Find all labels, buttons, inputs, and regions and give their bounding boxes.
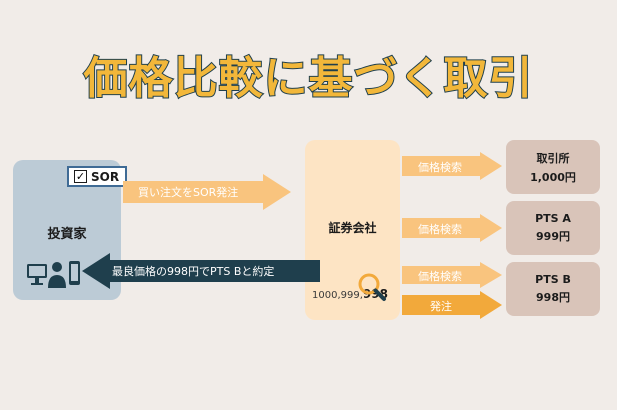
execution-result-arrow <box>82 253 320 289</box>
page-title: 価格比較に基づく取引 <box>83 52 534 105</box>
checkbox-icon: ✓ <box>74 170 87 183</box>
buy-order-label: 買い注文をSOR発注 <box>138 186 239 199</box>
securities-company-label: 証券会社 <box>328 221 377 235</box>
investor-devices-icon <box>27 261 80 288</box>
magnifier-icon <box>358 273 386 301</box>
sor-badge: ✓ SOR <box>67 166 127 187</box>
execution-result-label: 最良価格の998円でPTS Bと約定 <box>112 265 275 278</box>
venue-name: PTS A <box>535 212 571 225</box>
order-arrow-pts-b <box>402 291 502 319</box>
price-list: 1000,999, <box>312 290 363 301</box>
securities-company-box: 証券会社 <box>305 140 400 320</box>
price-search-label-3: 価格検索 <box>418 270 462 283</box>
buy-order-arrow <box>123 174 291 210</box>
venue-price: 998円 <box>536 291 570 304</box>
price-search-label-2: 価格検索 <box>418 223 462 236</box>
venue-pts-b: PTS B 998円 <box>506 262 600 316</box>
price-search-arrow-pts-b <box>402 262 502 288</box>
price-search-label-1: 価格検索 <box>418 161 462 174</box>
venue-exchange: 取引所 1,000円 <box>506 140 600 194</box>
venue-price: 1,000円 <box>530 170 576 184</box>
order-label: 発注 <box>430 300 452 313</box>
venue-price: 999円 <box>536 230 570 243</box>
venue-name: 取引所 <box>536 151 570 165</box>
investor-label: 投資家 <box>47 227 87 242</box>
price-search-arrow-pts-a <box>402 214 502 242</box>
venue-pts-a: PTS A 999円 <box>506 201 600 255</box>
sor-label: SOR <box>91 169 120 184</box>
venue-name: PTS B <box>535 273 571 286</box>
price-search-arrow-exchange <box>402 152 502 180</box>
